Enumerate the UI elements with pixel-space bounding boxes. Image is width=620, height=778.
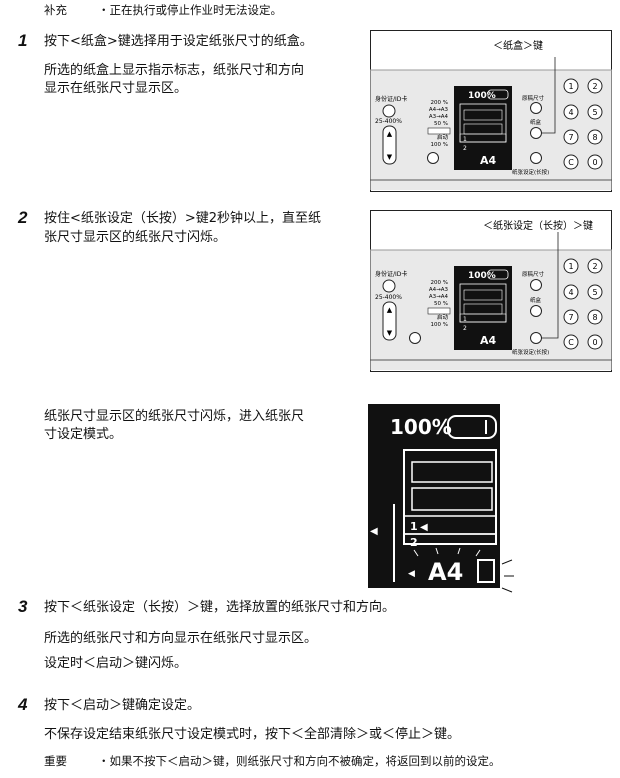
svg-text:A4→A3: A4→A3 xyxy=(429,287,449,293)
svg-text:0: 0 xyxy=(592,338,597,347)
step2-line4: 寸设定模式。 xyxy=(44,427,123,442)
svg-text:纸张设定(长按): 纸张设定(长按) xyxy=(512,168,549,176)
svg-text:50 %: 50 % xyxy=(434,121,448,127)
svg-text:50 %: 50 % xyxy=(434,301,448,307)
svg-text:0: 0 xyxy=(592,158,597,167)
svg-text:C: C xyxy=(568,158,574,167)
important-label: 重要 xyxy=(44,754,67,768)
step2-line1: 按住<纸张设定（长按）>键2秒钟以上，直至纸 xyxy=(44,211,322,226)
svg-text:◀: ◀ xyxy=(420,522,428,533)
svg-text:▼: ▼ xyxy=(387,329,393,337)
step2-number: 2 xyxy=(18,208,28,227)
svg-text:4: 4 xyxy=(568,288,573,297)
svg-text:▲: ▲ xyxy=(387,306,393,314)
svg-text:原稿尺寸: 原稿尺寸 xyxy=(522,94,545,102)
step1-line1: 按下<纸盒>键选择用于设定纸张尺寸的纸盒。 xyxy=(44,34,313,49)
callout-tray-key: ＜纸盒＞键 xyxy=(493,39,543,52)
svg-text:A3→A4: A3→A4 xyxy=(429,114,449,120)
svg-text:启动: 启动 xyxy=(437,313,449,321)
svg-text:5: 5 xyxy=(592,108,597,117)
svg-text:200 %: 200 % xyxy=(431,280,448,286)
zoom-range-label: 25-400% xyxy=(375,118,402,125)
svg-text:C: C xyxy=(568,338,574,347)
svg-text:5: 5 xyxy=(592,288,597,297)
svg-text:1: 1 xyxy=(568,262,573,271)
svg-text:纸张设定(长按): 纸张设定(长按) xyxy=(512,348,549,356)
svg-text:1: 1 xyxy=(568,82,573,91)
svg-text:2: 2 xyxy=(463,145,467,152)
svg-text:A4: A4 xyxy=(480,154,497,167)
step3-line3: 设定时＜启动＞键闪烁。 xyxy=(44,656,188,671)
svg-text:2: 2 xyxy=(592,262,597,271)
svg-text:A3→A4: A3→A4 xyxy=(429,294,449,300)
svg-text:2: 2 xyxy=(592,82,597,91)
svg-text:7: 7 xyxy=(568,133,573,142)
step1-number: 1 xyxy=(18,31,28,50)
step4-line2: 不保存设定结束纸张尺寸设定模式时，按下＜全部清除＞或＜停止＞键。 xyxy=(44,727,461,742)
step3-line1: 按下＜纸张设定（长按）＞键，选择放置的纸张尺寸和方向。 xyxy=(44,600,396,615)
svg-text:◀: ◀ xyxy=(408,569,415,579)
step3-number: 3 xyxy=(18,597,28,616)
paper-size-readout: A4 xyxy=(428,558,463,586)
svg-text:4: 4 xyxy=(568,108,573,117)
svg-text:启动: 启动 xyxy=(437,133,449,141)
step2-line3: 纸张尺寸显示区的纸张尺寸闪烁，进入纸张尺 xyxy=(44,409,305,424)
svg-text:100%: 100% xyxy=(468,91,496,101)
svg-text:2: 2 xyxy=(463,325,467,332)
step3-line2: 所选的纸张尺寸和方向显示在纸张尺寸显示区。 xyxy=(44,631,318,646)
callout-paper-setting-key: ＜纸张设定（长按）＞键 xyxy=(483,219,593,232)
step1-line2: 所选的纸盒上显示指示标志，纸张尺寸和方向 xyxy=(44,63,305,78)
zoom-readout: 100% xyxy=(390,415,452,439)
svg-text:A4: A4 xyxy=(480,334,497,347)
svg-text:25-400%: 25-400% xyxy=(375,294,402,301)
svg-text:身份证/ID卡: 身份证/ID卡 xyxy=(375,270,407,278)
svg-text:8: 8 xyxy=(592,313,597,322)
svg-text:1: 1 xyxy=(463,136,467,143)
control-panel-figure-1: ＜纸盒＞键 身份证/ID卡 25-400% ▲ ▼ 200 % A4→A3 A3… xyxy=(370,30,612,192)
id-card-label: 身份证/ID卡 xyxy=(375,95,407,103)
svg-text:100 %: 100 % xyxy=(431,142,448,148)
important-text: ・如果不按下＜启动＞键，则纸张尺寸和方向不被确定，将返回到以前的设定。 xyxy=(98,754,501,768)
control-panel-figure-2: ＜纸张设定（长按）＞键 身份证/ID卡 25-400% ▲ ▼ 200 % A4… xyxy=(370,210,612,372)
svg-text:纸盒: 纸盒 xyxy=(530,118,542,126)
svg-text:▲: ▲ xyxy=(387,130,393,138)
svg-text:200 %: 200 % xyxy=(431,100,448,106)
svg-text:A4→A3: A4→A3 xyxy=(429,107,449,113)
note-text: ・正在执行或停止作业时无法设定。 xyxy=(98,3,282,17)
display-closeup-figure: 100% 1 ◀ 2 ◀ A4 ◀ xyxy=(368,404,520,596)
step4-number: 4 xyxy=(18,695,28,714)
svg-text:1: 1 xyxy=(410,520,418,533)
svg-text:7: 7 xyxy=(568,313,573,322)
note-label: 补充 xyxy=(44,3,67,17)
step4-line1: 按下＜启动＞键确定设定。 xyxy=(44,698,201,713)
step1-line3: 显示在纸张尺寸显示区。 xyxy=(44,81,188,96)
svg-text:8: 8 xyxy=(592,133,597,142)
svg-text:纸盒: 纸盒 xyxy=(530,296,542,304)
svg-text:原稿尺寸: 原稿尺寸 xyxy=(522,270,545,278)
svg-text:1: 1 xyxy=(463,316,467,323)
svg-text:◀: ◀ xyxy=(370,526,378,537)
svg-text:100%: 100% xyxy=(468,271,496,281)
svg-text:2: 2 xyxy=(410,536,418,549)
svg-text:100 %: 100 % xyxy=(431,322,448,328)
step2-line2: 张尺寸显示区的纸张尺寸闪烁。 xyxy=(44,230,227,245)
svg-text:▼: ▼ xyxy=(387,153,393,161)
